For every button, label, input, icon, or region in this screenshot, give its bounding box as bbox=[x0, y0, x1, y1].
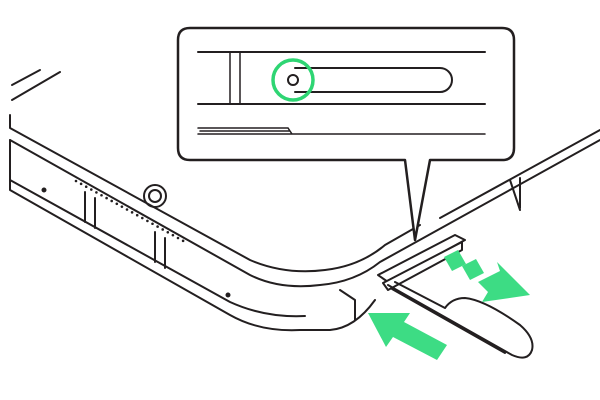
speaker-dot bbox=[156, 225, 159, 228]
speaker-dot bbox=[125, 208, 129, 211]
insert-arrow-shape bbox=[368, 313, 447, 360]
speaker-dot bbox=[161, 228, 164, 231]
sim-eject-pin bbox=[387, 281, 534, 359]
speaker-dot bbox=[130, 211, 134, 214]
speaker-grille bbox=[74, 179, 185, 243]
speaker-dot bbox=[135, 213, 139, 217]
device-body bbox=[9, 69, 600, 332]
detail-eject-hole bbox=[287, 74, 299, 86]
speaker-dot bbox=[146, 219, 149, 223]
highlight-ring-icon bbox=[271, 58, 315, 102]
eject-arrow bbox=[444, 250, 530, 302]
mic-hole-2 bbox=[225, 292, 231, 298]
pin-loop bbox=[387, 281, 534, 359]
speaker-dot bbox=[95, 191, 98, 194]
eject-arrow-head bbox=[478, 262, 530, 302]
device-screen-edge bbox=[9, 71, 421, 273]
sim-tray bbox=[377, 234, 466, 291]
camera-outer bbox=[143, 184, 167, 208]
camera-inner bbox=[148, 189, 162, 203]
device-top-edge bbox=[9, 139, 600, 288]
detail-tray-slot bbox=[294, 67, 453, 93]
speaker-dot bbox=[171, 233, 175, 237]
speaker-dot bbox=[141, 216, 144, 220]
speaker-dot bbox=[105, 196, 108, 200]
device-lower-edge bbox=[9, 179, 306, 318]
speaker-dot bbox=[166, 231, 170, 234]
speaker-dot bbox=[74, 179, 78, 183]
mic-hole-1 bbox=[41, 187, 47, 193]
insert-arrow bbox=[368, 313, 447, 360]
device-bezel bbox=[11, 69, 41, 86]
speaker-dot bbox=[110, 199, 113, 203]
speaker-dot bbox=[176, 236, 180, 240]
callout-detail bbox=[197, 51, 486, 135]
speaker-dot bbox=[100, 193, 103, 197]
side-button-2 bbox=[154, 231, 166, 269]
eject-arrow-dash-2 bbox=[462, 259, 484, 280]
speaker-dot bbox=[115, 202, 119, 206]
speaker-dot bbox=[79, 182, 83, 186]
detail-lower-edge bbox=[197, 127, 486, 135]
sim-tray-body bbox=[377, 234, 466, 283]
speaker-dot bbox=[181, 239, 185, 243]
pin-shaft bbox=[391, 288, 506, 354]
speaker-dot bbox=[90, 188, 93, 191]
sim-tray-lip bbox=[382, 241, 463, 291]
speaker-dot bbox=[151, 222, 154, 226]
eject-arrow-dash-1 bbox=[444, 250, 466, 271]
device-side-right bbox=[339, 129, 600, 321]
speaker-dot bbox=[84, 185, 88, 188]
speaker-dot bbox=[120, 205, 124, 208]
side-button-1 bbox=[84, 191, 96, 229]
device-outer-edge bbox=[9, 139, 376, 332]
